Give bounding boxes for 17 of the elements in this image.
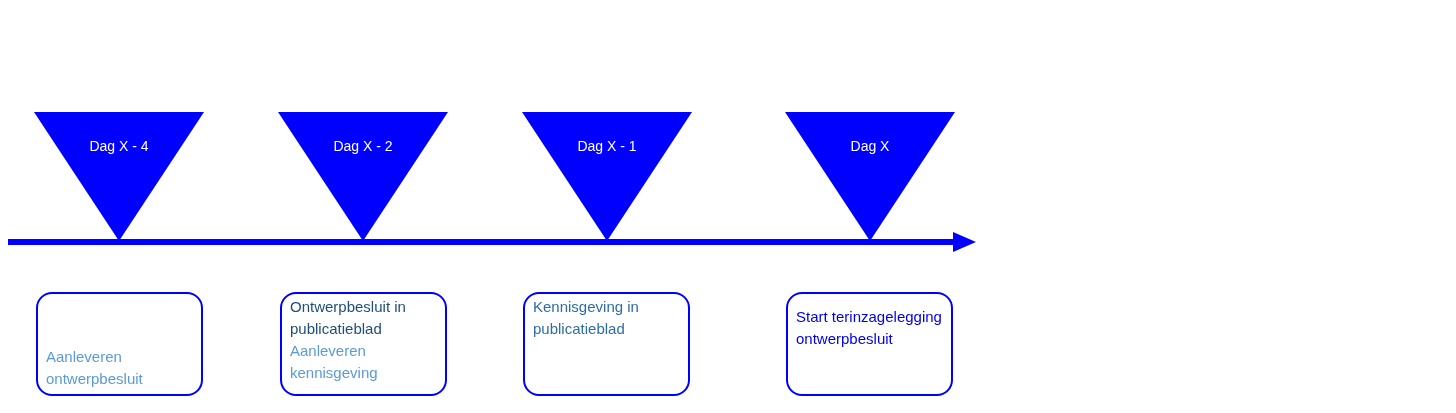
task-text: Ontwerpbesluit in publicatieblad [290, 297, 407, 339]
task-box [280, 292, 447, 396]
milestone-triangle [522, 112, 692, 241]
milestone-label: Dag X [849, 137, 891, 156]
task-box [36, 292, 203, 396]
task-text: Kennisgeving in publicatieblad [533, 297, 640, 339]
milestone-triangle [278, 112, 448, 241]
task-text: Aanleveren ontwerpbesluit [46, 347, 144, 389]
milestone-triangle [785, 112, 955, 241]
task-text: Start terinzagelegging ontwerpbesluit [796, 307, 943, 349]
task-box [786, 292, 953, 396]
milestone-label: Dag X - 1 [576, 137, 638, 156]
milestone-label: Dag X - 4 [88, 137, 150, 156]
milestone-label: Dag X - 2 [332, 137, 394, 156]
milestone-triangle [34, 112, 204, 241]
task-box [523, 292, 690, 396]
task-text: Aanleveren kennisgeving [290, 341, 379, 383]
